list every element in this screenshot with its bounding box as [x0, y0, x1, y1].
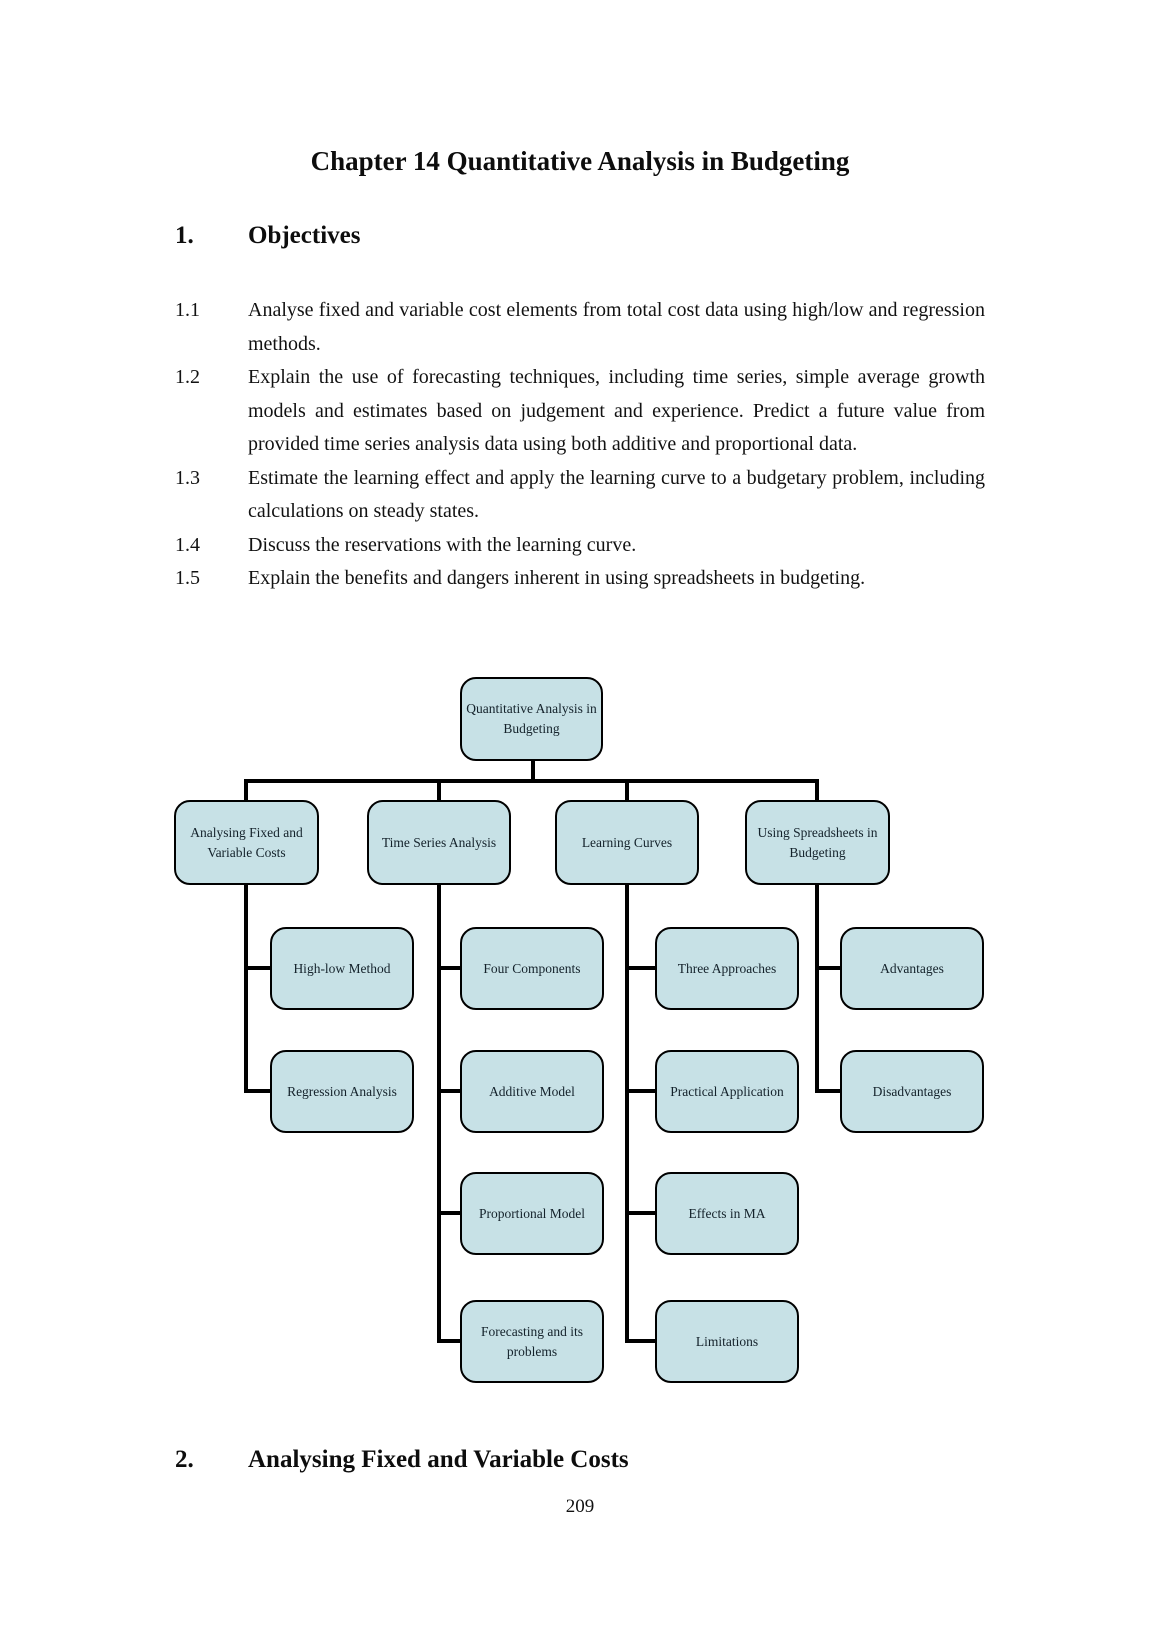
connector-line	[625, 1089, 655, 1093]
connector-line	[244, 779, 819, 783]
connector-line	[244, 966, 270, 970]
connector-line	[815, 1089, 840, 1093]
objective-item: 1.5 Explain the benefits and dangers inh…	[175, 562, 985, 596]
section-1-heading: 1. Objectives	[175, 222, 985, 250]
node-practical-application: Practical Application	[655, 1050, 799, 1133]
connector-line	[625, 883, 629, 1343]
connector-line	[437, 1211, 460, 1215]
objective-number: 1.1	[175, 299, 200, 321]
node-additive-model: Additive Model	[460, 1050, 604, 1133]
connector-line	[815, 883, 819, 1093]
objective-item: 1.3 Estimate the learning effect and app…	[175, 462, 985, 529]
node-three-approaches: Three Approaches	[655, 927, 799, 1010]
connector-line	[625, 1339, 655, 1343]
node-analysing-fixed-and-variable-costs: Analysing Fixed and Variable Costs	[174, 800, 319, 885]
objective-number: 1.3	[175, 466, 200, 489]
connector-line	[437, 1089, 460, 1093]
connector-line	[244, 779, 248, 800]
objective-text: Explain the use of forecasting technique…	[248, 366, 985, 455]
connector-line	[815, 966, 840, 970]
node-quantitative-analysis-in-budgeting: Quantitative Analysis in Budgeting	[460, 677, 603, 761]
connector-line	[625, 966, 655, 970]
node-disadvantages: Disadvantages	[840, 1050, 984, 1133]
node-forecasting-and-its-problems: Forecasting and its problems	[460, 1300, 604, 1383]
section-2-number: 2.	[175, 1446, 194, 1473]
node-proportional-model: Proportional Model	[460, 1172, 604, 1255]
node-time-series-analysis: Time Series Analysis	[367, 800, 511, 885]
node-high-low-method: High-low Method	[270, 927, 414, 1010]
page-title: Chapter 14 Quantitative Analysis in Budg…	[310, 146, 850, 176]
objective-number: 1.5	[175, 567, 200, 589]
section-1-title: Objectives	[248, 222, 361, 249]
node-four-components: Four Components	[460, 927, 604, 1010]
objective-item: 1.2 Explain the use of forecasting techn…	[175, 361, 985, 462]
objectives-list: 1.1 Analyse fixed and variable cost elem…	[175, 294, 985, 596]
node-using-spreadsheets-in-budgeting: Using Spreadsheets in Budgeting	[745, 800, 890, 885]
node-advantages: Advantages	[840, 927, 984, 1010]
connector-line	[437, 779, 441, 800]
node-regression-analysis: Regression Analysis	[270, 1050, 414, 1133]
objective-number: 1.2	[175, 366, 200, 388]
node-limitations: Limitations	[655, 1300, 799, 1383]
connector-line	[437, 966, 460, 970]
section-2-title: Analysing Fixed and Variable Costs	[248, 1446, 629, 1473]
objective-text: Estimate the learning effect and apply t…	[248, 466, 985, 523]
objective-text: Discuss the reservations with the learni…	[248, 533, 637, 556]
connector-line	[244, 1089, 270, 1093]
objective-number: 1.4	[175, 533, 200, 556]
section-2-heading: 2. Analysing Fixed and Variable Costs	[175, 1446, 985, 1474]
objective-text: Explain the benefits and dangers inheren…	[248, 567, 866, 589]
objective-text: Analyse fixed and variable cost elements…	[248, 299, 985, 355]
connector-line	[625, 779, 629, 800]
connector-line	[437, 1339, 460, 1343]
section-1-number: 1.	[175, 222, 194, 249]
objective-item: 1.4 Discuss the reservations with the le…	[175, 529, 985, 563]
objective-item: 1.1 Analyse fixed and variable cost elem…	[175, 294, 985, 361]
connector-line	[437, 883, 441, 1343]
connector-line	[244, 883, 248, 1093]
page-number: 209	[565, 1496, 595, 1517]
node-effects-in-ma: Effects in MA	[655, 1172, 799, 1255]
connector-line	[815, 779, 819, 800]
node-learning-curves: Learning Curves	[555, 800, 699, 885]
connector-line	[531, 761, 535, 779]
connector-line	[625, 1211, 655, 1215]
